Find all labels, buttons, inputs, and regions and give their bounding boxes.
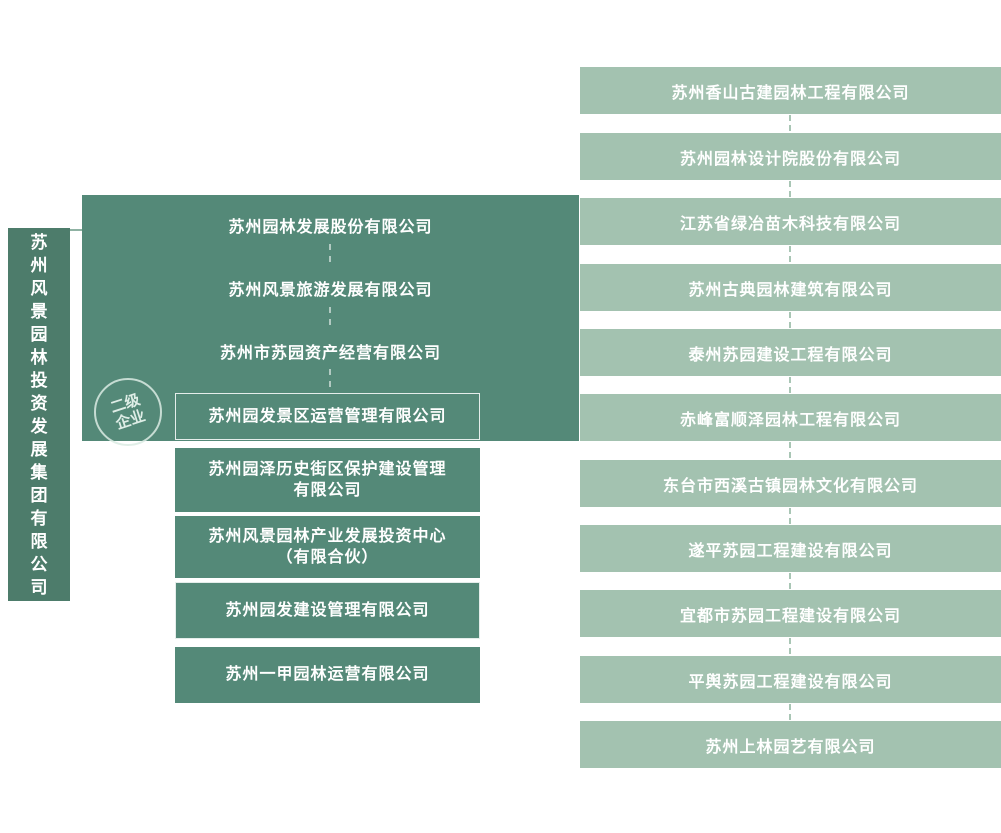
tier3-item-5-label: 泰州苏园建设工程有限公司 (688, 346, 893, 364)
tier2-item-4: 苏州园发景区运营管理有限公司 (175, 393, 480, 440)
tier2-item-8-label: 苏州一甲园林运营有限公司 (225, 666, 430, 684)
root-company-box: 苏州风景园林投资发展集团有限公司 (8, 228, 70, 601)
tier3-item-1-label: 苏州香山古建园林工程有限公司 (671, 84, 910, 102)
tier2-item-4-label: 苏州园发景区运营管理有限公司 (208, 407, 447, 425)
tier3-item-2: 苏州园林设计院股份有限公司 (580, 133, 1001, 180)
tier3-item-9-label: 宜都市苏园工程建设有限公司 (679, 607, 901, 625)
tier3-item-2-label: 苏州园林设计院股份有限公司 (679, 150, 901, 168)
root-company-name: 苏州风景园林投资发展集团有限公司 (30, 232, 48, 597)
tier2-item-3-label: 苏州市苏园资产经营有限公司 (219, 345, 441, 362)
tier3-item-1: 苏州香山古建园林工程有限公司 (580, 67, 1001, 114)
tier3-item-6-label: 赤峰富顺泽园林工程有限公司 (679, 411, 901, 429)
tier2-dashed-connector-2 (329, 307, 331, 325)
tier3-item-4-label: 苏州古典园林建筑有限公司 (688, 281, 893, 299)
tier2-watermark-stamp: 二级企业 (94, 378, 162, 446)
tier2-dashed-connector-1 (329, 244, 331, 262)
tier2-item-1: 苏州园林发展股份有限公司 (82, 195, 579, 255)
root-to-panel-connector-line (70, 229, 82, 231)
tier3-dashed-connector-5 (789, 377, 791, 393)
tier3-item-9: 宜都市苏园工程建设有限公司 (580, 590, 1001, 637)
tier2-item-6-label: 苏州风景园林产业发展投资中心 （有限合伙） (208, 527, 447, 566)
tier2-dashed-connector-3 (329, 369, 331, 387)
tier2-item-7-label: 苏州园发建设管理有限公司 (225, 601, 430, 619)
tier3-item-10-label: 平舆苏园工程建设有限公司 (688, 673, 893, 691)
tier2-item-5: 苏州园泽历史街区保护建设管理 有限公司 (175, 448, 480, 512)
tier3-dashed-connector-4 (789, 312, 791, 328)
tier3-dashed-connector-10 (789, 704, 791, 720)
tier3-item-7: 东台市西溪古镇园林文化有限公司 (580, 460, 1001, 507)
tier2-item-3: 苏州市苏园资产经营有限公司 (82, 321, 579, 381)
tier3-item-3: 江苏省绿冶苗木科技有限公司 (580, 198, 1001, 245)
tier2-item-2-label: 苏州风景旅游发展有限公司 (228, 282, 433, 299)
tier2-item-5-label: 苏州园泽历史街区保护建设管理 有限公司 (208, 460, 447, 499)
tier3-item-8: 遂平苏园工程建设有限公司 (580, 525, 1001, 572)
tier3-item-7-label: 东台市西溪古镇园林文化有限公司 (662, 477, 918, 495)
tier3-dashed-connector-1 (789, 115, 791, 131)
tier3-item-3-label: 江苏省绿冶苗木科技有限公司 (679, 215, 901, 233)
tier3-dashed-connector-7 (789, 508, 791, 524)
tier3-item-4: 苏州古典园林建筑有限公司 (580, 264, 1001, 311)
tier3-item-6: 赤峰富顺泽园林工程有限公司 (580, 394, 1001, 441)
tier2-item-8: 苏州一甲园林运营有限公司 (175, 647, 480, 703)
tier3-dashed-connector-9 (789, 638, 791, 654)
tier3-dashed-connector-3 (789, 246, 791, 262)
tier2-watermark-label: 二级企业 (108, 391, 148, 433)
tier3-item-5: 泰州苏园建设工程有限公司 (580, 329, 1001, 376)
tier2-item-7: 苏州园发建设管理有限公司 (175, 582, 480, 639)
tier3-item-11-label: 苏州上林园艺有限公司 (705, 738, 876, 756)
tier3-item-8-label: 遂平苏园工程建设有限公司 (688, 542, 893, 560)
tier2-item-6: 苏州风景园林产业发展投资中心 （有限合伙） (175, 516, 480, 578)
tier3-item-10: 平舆苏园工程建设有限公司 (580, 656, 1001, 703)
tier2-item-2: 苏州风景旅游发展有限公司 (82, 258, 579, 318)
tier3-dashed-connector-2 (789, 181, 791, 197)
tier3-item-11: 苏州上林园艺有限公司 (580, 721, 1001, 768)
tier3-dashed-connector-6 (789, 442, 791, 458)
tier3-dashed-connector-8 (789, 573, 791, 589)
tier2-item-1-label: 苏州园林发展股份有限公司 (228, 219, 433, 236)
